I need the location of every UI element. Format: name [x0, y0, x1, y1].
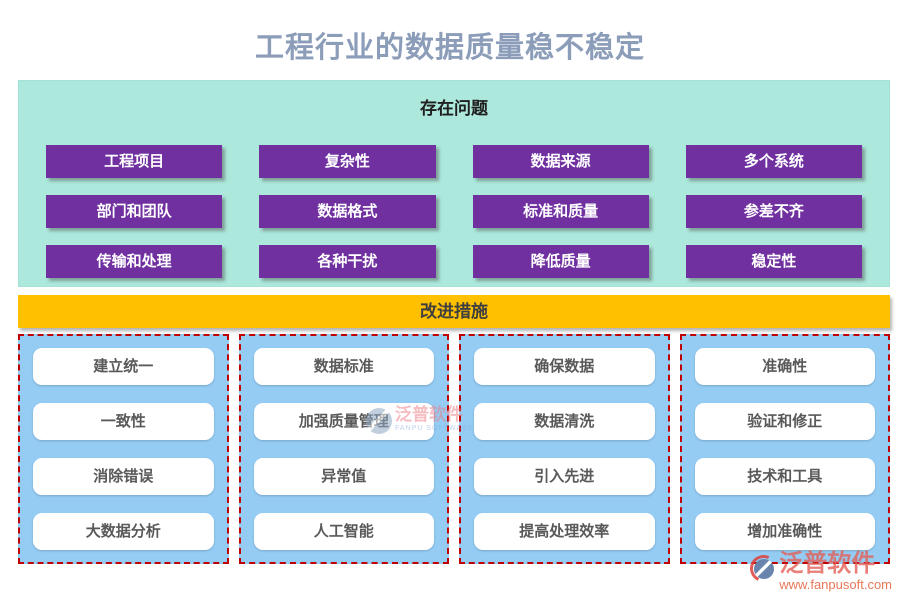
measure-item: 大数据分析	[33, 513, 214, 550]
measure-item: 数据清洗	[474, 403, 655, 440]
problem-item: 标准和质量	[472, 195, 649, 228]
measure-column-4: 准确性 验证和修正 技术和工具 增加准确性	[679, 334, 890, 564]
problem-item: 各种干扰	[259, 245, 436, 278]
measure-item: 确保数据	[474, 348, 655, 385]
measure-item: 验证和修正	[694, 403, 875, 440]
problem-item: 稳定性	[685, 245, 862, 278]
measure-column-1: 建立统一 一致性 消除错误 大数据分析	[18, 334, 229, 564]
problem-item: 部门和团队	[46, 195, 223, 228]
measures-header-bar: 改进措施	[18, 295, 890, 328]
problem-item: 降低质量	[472, 245, 649, 278]
measure-item: 技术和工具	[694, 458, 875, 495]
problems-header: 存在问题	[420, 99, 488, 118]
problem-item: 数据格式	[259, 195, 436, 228]
measure-item: 建立统一	[33, 348, 214, 385]
problem-item: 多个系统	[685, 145, 862, 178]
page-title: 工程行业的数据质量稳不稳定	[254, 32, 645, 64]
measure-item: 增加准确性	[694, 513, 875, 550]
measure-item: 一致性	[33, 403, 214, 440]
measure-item: 人工智能	[253, 513, 434, 550]
watermark-url: www.fanpusoft.com	[779, 577, 892, 592]
measure-item: 异常值	[253, 458, 434, 495]
problem-item: 复杂性	[259, 145, 436, 178]
problems-grid: 工程项目 复杂性 数据来源 多个系统 部门和团队 数据格式 标准和质量 参差不齐…	[19, 145, 889, 278]
measures-section: 建立统一 一致性 消除错误 大数据分析 数据标准 加强质量管理 异常值 人工智能…	[18, 334, 890, 564]
problems-panel: 存在问题 工程项目 复杂性 数据来源 多个系统 部门和团队 数据格式 标准和质量…	[18, 80, 890, 287]
measure-item: 数据标准	[253, 348, 434, 385]
measure-item: 提高处理效率	[474, 513, 655, 550]
measure-item: 加强质量管理	[253, 403, 434, 440]
measure-column-2: 数据标准 加强质量管理 异常值 人工智能	[238, 334, 449, 564]
measure-item: 消除错误	[33, 458, 214, 495]
problem-item: 工程项目	[46, 145, 223, 178]
problem-item: 传输和处理	[46, 245, 223, 278]
measure-item: 准确性	[694, 348, 875, 385]
problem-item: 数据来源	[472, 145, 649, 178]
problem-item: 参差不齐	[685, 195, 862, 228]
measure-column-3: 确保数据 数据清洗 引入先进 提高处理效率	[459, 334, 670, 564]
measure-item: 引入先进	[474, 458, 655, 495]
